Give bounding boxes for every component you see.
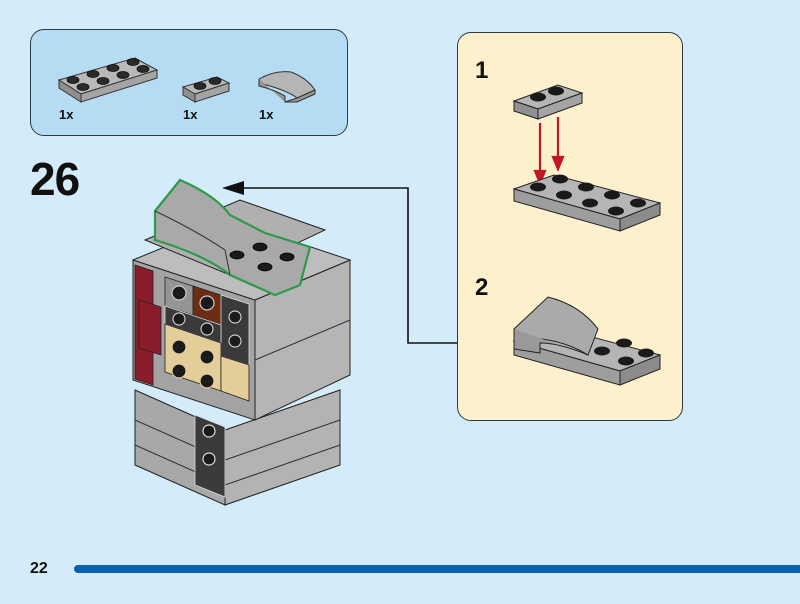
part-plate-2x4-icon — [57, 57, 159, 103]
model-assembly-illustration — [131, 178, 352, 506]
part-curved-slope-icon — [258, 71, 316, 103]
progress-bar-fill — [74, 565, 800, 573]
sub-step-number: 1 — [475, 57, 489, 84]
sub-step-2-illustration — [512, 296, 662, 386]
parts-list-box: 1x 1x 1x — [30, 29, 348, 136]
part-quantity: 1x — [183, 107, 198, 122]
part-plate-1x2-icon — [181, 76, 231, 103]
part-quantity: 1x — [259, 107, 274, 122]
sub-step-1-illustration — [512, 84, 662, 232]
page-number: 22 — [30, 560, 48, 577]
part-quantity: 1x — [59, 107, 74, 122]
progress-bar — [74, 565, 800, 573]
sub-step-number: 2 — [475, 274, 489, 301]
step-number: 26 — [30, 153, 80, 205]
sub-assembly-callout-panel: 1 2 — [457, 32, 683, 421]
